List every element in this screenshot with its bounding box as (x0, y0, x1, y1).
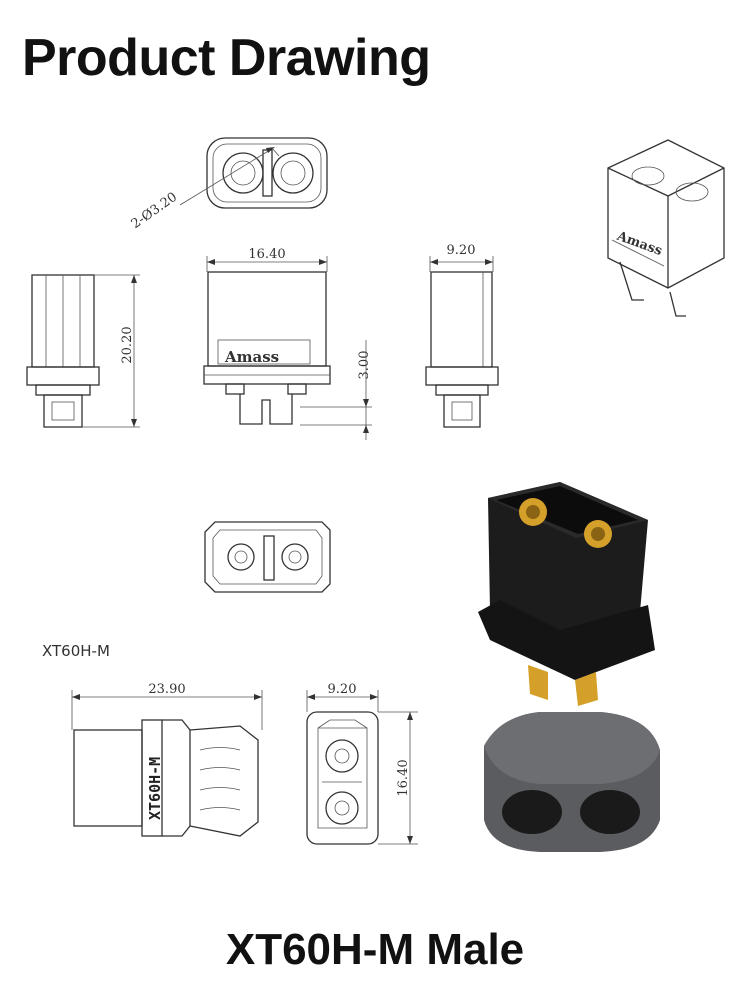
side-depth-label: 9.20 (447, 243, 476, 258)
isometric-brand-logo: Amass (614, 229, 664, 259)
isometric-drawing (607, 139, 725, 317)
side-length-label: 23.90 (148, 682, 185, 697)
connector-photo (478, 482, 655, 706)
hole-dimension-label: 2-Ø3.20 (129, 190, 180, 232)
sleeve-photo (484, 712, 660, 852)
end-width-label: 9.20 (328, 682, 357, 697)
right-side-view-drawing (425, 256, 499, 428)
page-title: Product Drawing (22, 29, 431, 87)
xt60h-side-drawing (71, 690, 263, 837)
bottom-face-drawing (204, 521, 331, 593)
top-view-drawing (179, 137, 328, 209)
xt60h-end-drawing (306, 690, 418, 845)
front-brand-logo: Amass (224, 348, 279, 366)
front-view-drawing (203, 256, 372, 440)
side-print-label: XT60H-M (146, 757, 164, 820)
footer-caption: XT60H-M Male (225, 925, 525, 974)
end-height-label: 16.40 (396, 759, 411, 796)
pin-offset-label: 3.00 (357, 351, 372, 380)
height-label: 20.20 (120, 326, 135, 363)
model-label: XT60H-M (42, 642, 110, 660)
left-side-view-drawing (26, 274, 140, 428)
front-width-label: 16.40 (248, 247, 285, 262)
